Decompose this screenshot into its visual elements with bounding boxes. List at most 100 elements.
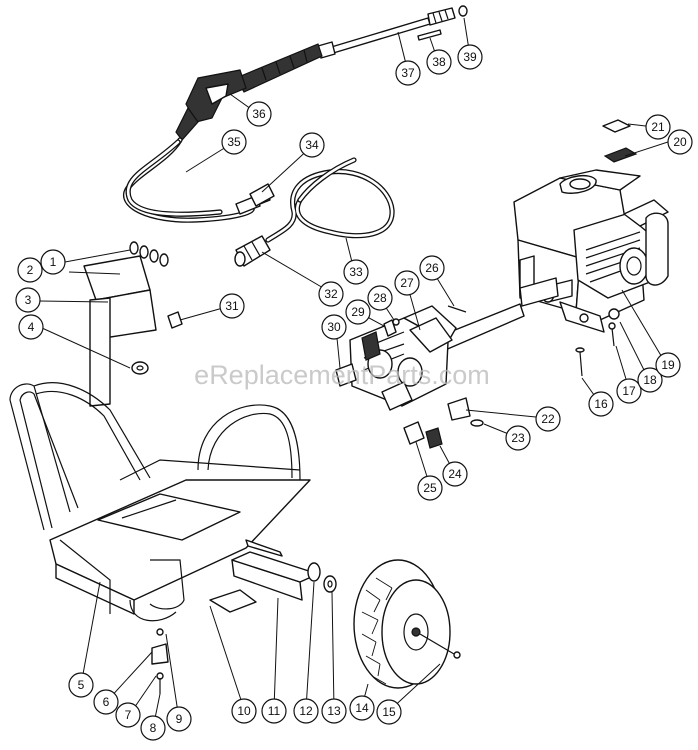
callout-11-label: 11 <box>268 704 281 718</box>
callout-9: 9 <box>166 706 192 732</box>
callout-17: 17 <box>616 378 642 404</box>
callout-28: 28 <box>367 285 393 311</box>
callout-14: 14 <box>349 695 375 721</box>
callout-4-label: 4 <box>28 320 35 334</box>
callout-34: 34 <box>299 132 325 158</box>
callout-36: 36 <box>246 101 272 127</box>
quick-coupler-wand-end <box>458 5 468 17</box>
nozzle-tip <box>417 29 442 41</box>
callout-22: 22 <box>535 406 561 432</box>
callout-8-label: 8 <box>150 721 157 735</box>
callout-26: 26 <box>419 255 445 281</box>
callout-5-label: 5 <box>78 678 85 692</box>
callout-30: 30 <box>321 314 347 340</box>
callout-24-label: 24 <box>448 467 462 481</box>
callout-37-label: 37 <box>401 66 415 80</box>
callout-6-label: 6 <box>103 695 110 709</box>
callout-19: 19 <box>655 352 681 378</box>
callout-32-label: 32 <box>324 287 338 301</box>
callout-27-label: 27 <box>400 276 414 290</box>
cart-frame <box>9 382 311 622</box>
callout-24: 24 <box>442 461 468 487</box>
hose-fitting <box>249 183 275 207</box>
callout-16-label: 16 <box>594 397 608 411</box>
callout-22-label: 22 <box>541 412 555 426</box>
engine-shaft-key <box>519 277 559 307</box>
callout-5: 5 <box>68 672 94 698</box>
callout-16: 16 <box>588 391 614 417</box>
callout-10: 10 <box>231 698 257 724</box>
callout-19-label: 19 <box>661 358 675 372</box>
callout-2-label: 2 <box>27 263 34 277</box>
callout-3: 3 <box>15 287 41 313</box>
callout-38-label: 38 <box>432 55 446 69</box>
callout-17-label: 17 <box>622 384 636 398</box>
callout-14-label: 14 <box>355 701 369 715</box>
callout-6: 6 <box>93 689 119 715</box>
callout-1-label: 1 <box>50 255 57 269</box>
callout-25-label: 25 <box>423 481 437 495</box>
callout-4: 4 <box>18 314 44 340</box>
callout-36-label: 36 <box>252 107 266 121</box>
spray-wand <box>317 7 456 59</box>
callout-31-label: 31 <box>225 299 239 313</box>
callout-20: 20 <box>667 129 693 155</box>
callout-23: 23 <box>505 425 531 451</box>
callout-2: 2 <box>17 257 43 283</box>
callout-18: 18 <box>637 367 663 393</box>
callout-12-label: 12 <box>299 704 313 718</box>
callout-7-label: 7 <box>125 708 132 722</box>
frame-bolt <box>167 311 183 329</box>
callout-29-label: 29 <box>351 305 365 319</box>
pump-key <box>447 305 467 313</box>
callout-29: 29 <box>345 299 371 325</box>
callout-38: 38 <box>426 49 452 75</box>
callout-35-label: 35 <box>227 135 241 149</box>
callout-34-label: 34 <box>305 138 319 152</box>
callout-15-label: 15 <box>382 705 396 719</box>
callout-11: 11 <box>261 698 287 724</box>
callout-12: 12 <box>293 698 319 724</box>
callout-28-label: 28 <box>373 291 387 305</box>
callout-18-label: 18 <box>643 373 657 387</box>
callout-33-label: 33 <box>349 265 363 279</box>
high-pressure-hose <box>123 137 271 223</box>
callout-23-label: 23 <box>511 431 525 445</box>
callout-21: 21 <box>645 114 671 140</box>
pump-fittings <box>335 318 484 449</box>
callout-8: 8 <box>140 715 166 741</box>
caster-foot <box>151 628 169 694</box>
callout-32: 32 <box>318 281 344 307</box>
callout-33: 33 <box>343 259 369 285</box>
callout-35: 35 <box>221 129 247 155</box>
engine-mount-bolts <box>575 322 616 377</box>
watermark-text: eReplacementParts.com <box>194 360 490 390</box>
callout-30-label: 30 <box>327 320 341 334</box>
callouts: 1 2 3 4 5 6 7 8 9 10 11 12 13 14 15 16 1… <box>15 44 693 741</box>
callout-13: 13 <box>321 698 347 724</box>
callout-15: 15 <box>376 699 402 725</box>
callout-9-label: 9 <box>176 712 183 726</box>
callout-26-label: 26 <box>425 261 439 275</box>
garden-hose-adapter <box>234 235 271 267</box>
grommet <box>131 361 149 375</box>
wheel <box>307 559 461 689</box>
callout-39-label: 39 <box>463 50 477 64</box>
inlet-water-hose <box>265 157 395 243</box>
callout-20-label: 20 <box>673 135 687 149</box>
engine <box>513 169 669 333</box>
bumpers <box>129 241 169 267</box>
callout-13-label: 13 <box>327 704 341 718</box>
label-decals <box>602 119 638 163</box>
callout-21-label: 21 <box>651 120 665 134</box>
callout-37: 37 <box>395 60 421 86</box>
spray-gun <box>175 43 323 141</box>
leader-lines <box>39 17 675 729</box>
callout-7: 7 <box>115 702 141 728</box>
callout-1: 1 <box>40 249 66 275</box>
pump <box>349 305 457 411</box>
callout-25: 25 <box>417 475 443 501</box>
callout-27: 27 <box>394 270 420 296</box>
callout-10-label: 10 <box>237 704 251 718</box>
callout-39: 39 <box>457 44 483 70</box>
